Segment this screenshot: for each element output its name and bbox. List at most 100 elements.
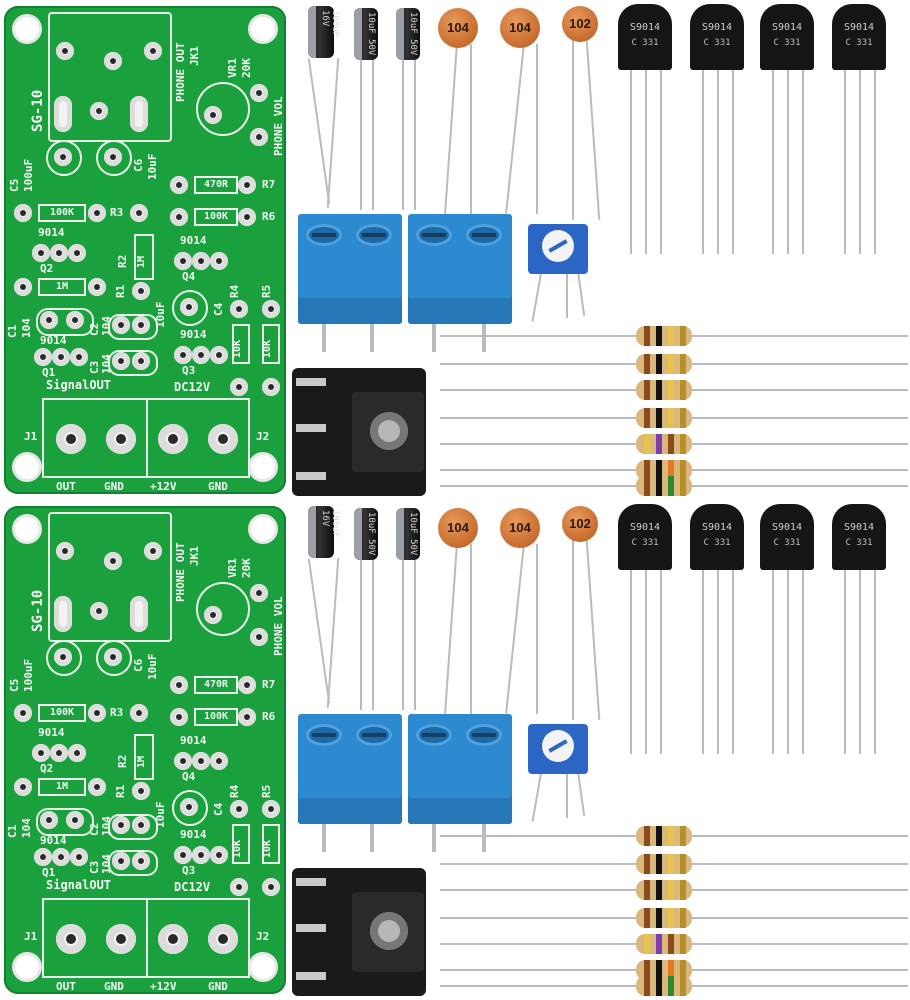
transistor-marking: S9014 — [771, 522, 803, 533]
pad — [112, 816, 130, 834]
label-phone-vol: PHONE VOL — [272, 96, 285, 156]
resistor-band — [656, 408, 662, 428]
resistor-band — [680, 460, 686, 480]
resistor-band — [656, 826, 662, 846]
pad — [250, 84, 268, 102]
label-q1-part: 9014 — [40, 334, 67, 347]
lead-wire — [874, 570, 876, 754]
electrolytic-capacitor: 10uF 50V — [354, 8, 378, 60]
resistor-band — [680, 976, 686, 996]
lead-wire — [402, 560, 404, 710]
pad — [68, 744, 86, 762]
resistor-band — [668, 934, 674, 954]
lead-wire — [630, 70, 632, 254]
lead-wire — [576, 270, 586, 316]
lead-wire — [360, 60, 362, 210]
label-phone-out: PHONE OUT — [174, 42, 187, 102]
jack-pin — [296, 878, 326, 886]
label-c1: C1 — [6, 324, 19, 338]
lead-wire — [585, 40, 601, 220]
terminal-pin — [322, 822, 326, 852]
resistor-band — [656, 934, 662, 954]
pad — [104, 648, 122, 666]
pad — [56, 924, 86, 954]
mounting-hole — [12, 952, 42, 982]
screw-terminal-block — [298, 214, 402, 324]
lead-wire — [402, 60, 404, 210]
pad — [14, 204, 32, 222]
resistor-body — [636, 880, 692, 900]
pad — [208, 424, 238, 454]
ceramic-capacitor: 102 — [562, 6, 598, 42]
resistor — [440, 960, 908, 980]
resistor-band — [680, 434, 686, 454]
label-c5: C5 — [8, 678, 21, 692]
label-r3: R3 — [110, 206, 124, 219]
resistor-band — [668, 326, 674, 346]
transistor-code: C 331 — [703, 38, 731, 48]
pad — [170, 708, 188, 726]
label-r2: R2 — [116, 754, 129, 768]
pad — [54, 148, 72, 166]
transistor-code: C 331 — [631, 38, 659, 48]
trimmer-potentiometer — [528, 224, 588, 274]
r1-footprint: 1M — [38, 278, 86, 296]
pad — [130, 704, 148, 722]
resistor-band — [644, 854, 650, 874]
pad — [262, 378, 280, 396]
label-c1: C1 — [6, 824, 19, 838]
pad — [34, 348, 52, 366]
lead-wire — [531, 270, 543, 322]
resistor-band — [644, 380, 650, 400]
label-r3: R3 — [110, 706, 124, 719]
pad — [250, 584, 268, 602]
label-jk1: JK1 — [188, 546, 201, 566]
transistor-code: C 331 — [773, 38, 801, 48]
label-q4: Q4 — [182, 770, 196, 783]
resistor-band — [644, 826, 650, 846]
resistor — [440, 934, 908, 954]
resistor-body — [636, 934, 692, 954]
resistor-band — [668, 826, 674, 846]
resistor — [440, 476, 908, 496]
resistor-band — [668, 380, 674, 400]
label-r1: R1 — [114, 784, 127, 798]
resistor-band — [680, 826, 686, 846]
lead-wire — [505, 44, 525, 214]
pad — [204, 606, 222, 624]
label-r5-value: 10K — [262, 839, 273, 858]
r4-footprint — [232, 824, 250, 864]
transistor-marking: S9014 — [701, 22, 733, 33]
lead-wire — [859, 570, 861, 754]
pad — [34, 848, 52, 866]
vr1-outline — [196, 82, 250, 136]
pad — [132, 816, 150, 834]
label-c6-value: 10uF — [146, 653, 159, 681]
capacitor-marking: 10uF 50V — [366, 512, 376, 556]
resistor-band — [656, 380, 662, 400]
r6-footprint: 100K — [194, 708, 238, 726]
pad — [14, 778, 32, 796]
label-jk1: JK1 — [188, 46, 201, 66]
label-r6: R6 — [262, 210, 276, 223]
lead-wire — [630, 570, 632, 754]
resistor-band — [680, 380, 686, 400]
label-r5: R5 — [260, 784, 273, 798]
resistor-band — [656, 960, 662, 980]
screw — [466, 224, 502, 246]
label-j1: J1 — [24, 430, 38, 443]
lead-wire — [470, 44, 472, 214]
kit-top: SG-10 PHONE OUT JK1 VR1 20K PHONE VOL C5… — [0, 0, 910, 500]
pad — [192, 346, 210, 364]
lead-wire — [772, 70, 774, 254]
label-r4-value: 10K — [232, 339, 243, 358]
pad — [32, 744, 50, 762]
ceramic-capacitor: 102 — [562, 506, 598, 542]
label-q2-part: 9014 — [38, 226, 65, 239]
resistor-body — [636, 908, 692, 928]
lead-wire — [645, 570, 647, 754]
screw — [416, 724, 452, 746]
r1-footprint: 1M — [38, 778, 86, 796]
resistor-body — [636, 476, 692, 496]
